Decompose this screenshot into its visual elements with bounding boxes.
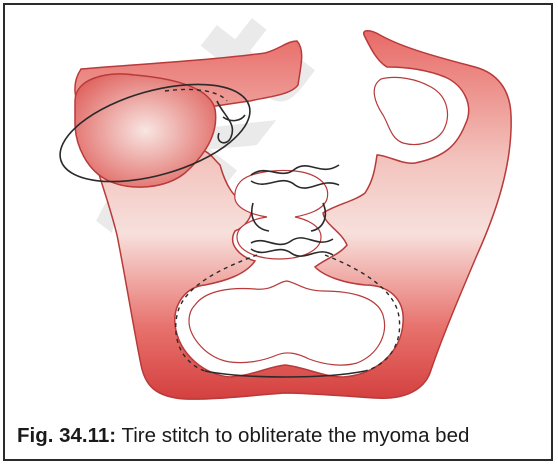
figure-caption: Fig. 34.11: Tire stitch to obliterate th… xyxy=(17,419,541,453)
caption-text: Tire stitch to obliterate the myoma bed xyxy=(121,424,469,447)
tire-stitch-illustration: akt xyxy=(5,5,555,415)
figure-frame: akt xyxy=(3,3,553,461)
upper-right-notch xyxy=(374,77,447,144)
caption-label: Fig. 34.11: xyxy=(17,424,116,447)
lower-cavity xyxy=(189,281,385,365)
